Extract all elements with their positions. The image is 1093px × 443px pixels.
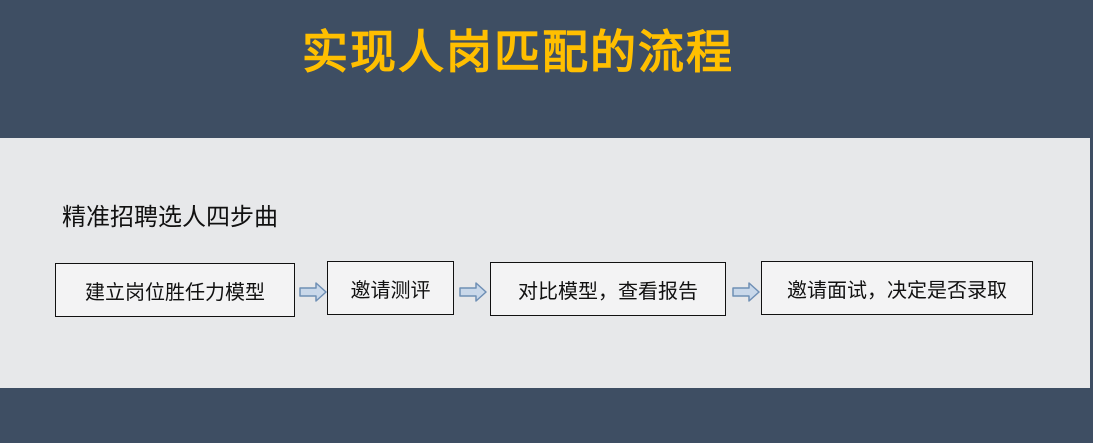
step-4-box: 邀请面试，决定是否录取 xyxy=(761,261,1033,315)
footer-bar xyxy=(0,388,1093,443)
step-2-box: 邀请测评 xyxy=(327,261,454,315)
right-arrow-icon xyxy=(299,282,327,302)
right-arrow-icon xyxy=(732,282,760,302)
right-arrow-icon xyxy=(459,282,487,302)
process-subtitle: 精准招聘选人四步曲 xyxy=(62,203,278,231)
step-1-box: 建立岗位胜任力模型 xyxy=(55,263,295,317)
header-bar: 实现人岗匹配的流程 xyxy=(0,0,1093,138)
step-3-box: 对比模型，查看报告 xyxy=(490,262,726,316)
slide-title: 实现人岗匹配的流程 xyxy=(302,25,734,79)
